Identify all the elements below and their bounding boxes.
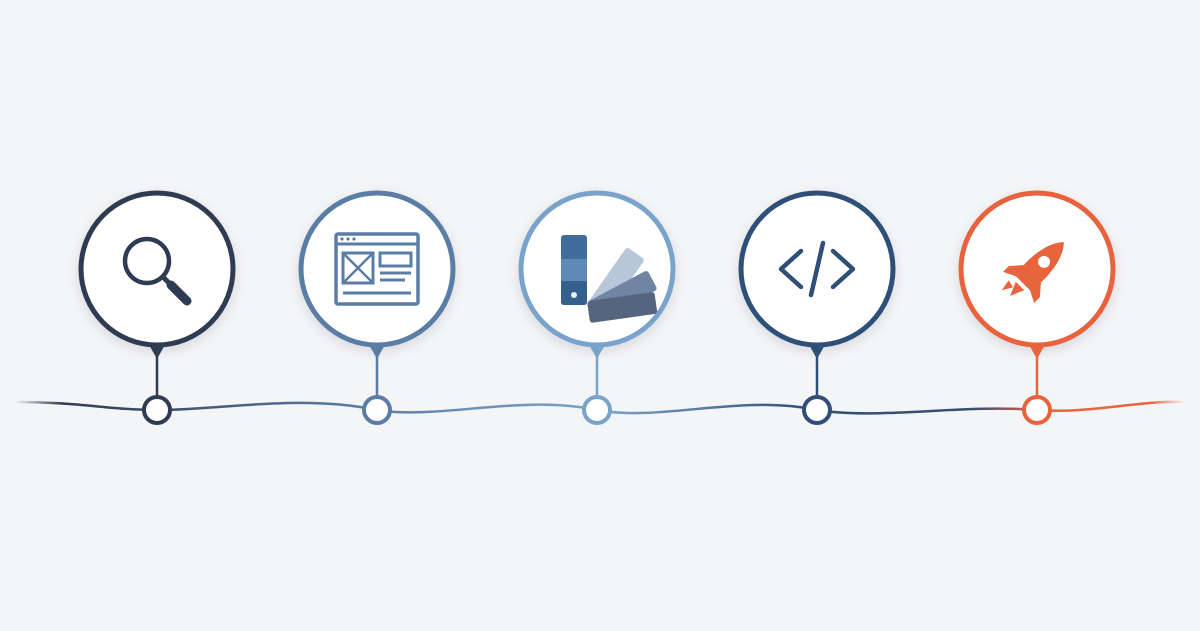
timeline-step-1: [78, 190, 236, 425]
badge-pointer: [588, 343, 606, 359]
rocket-icon: [1001, 242, 1064, 303]
step-badge: [78, 190, 236, 348]
timeline-node: [1022, 395, 1052, 425]
wireframe-icon: [334, 232, 420, 306]
timeline-node: [582, 395, 612, 425]
badge-pointer: [808, 343, 826, 359]
badge-pointer: [148, 343, 166, 359]
badge-pointer: [368, 343, 386, 359]
timeline-node: [362, 395, 392, 425]
timeline-step-5: [958, 190, 1116, 425]
timeline-node: [142, 395, 172, 425]
color-swatches-icon: [561, 235, 658, 323]
step-badge: [298, 190, 456, 348]
timeline-step-4: [738, 190, 896, 425]
timeline-node: [802, 395, 832, 425]
timeline-step-2: [298, 190, 456, 425]
step-badge: [518, 190, 676, 348]
timeline-step-3: [518, 190, 676, 425]
search-icon: [122, 236, 192, 306]
badge-pointer: [1028, 343, 1046, 359]
code-icon: [778, 240, 856, 298]
